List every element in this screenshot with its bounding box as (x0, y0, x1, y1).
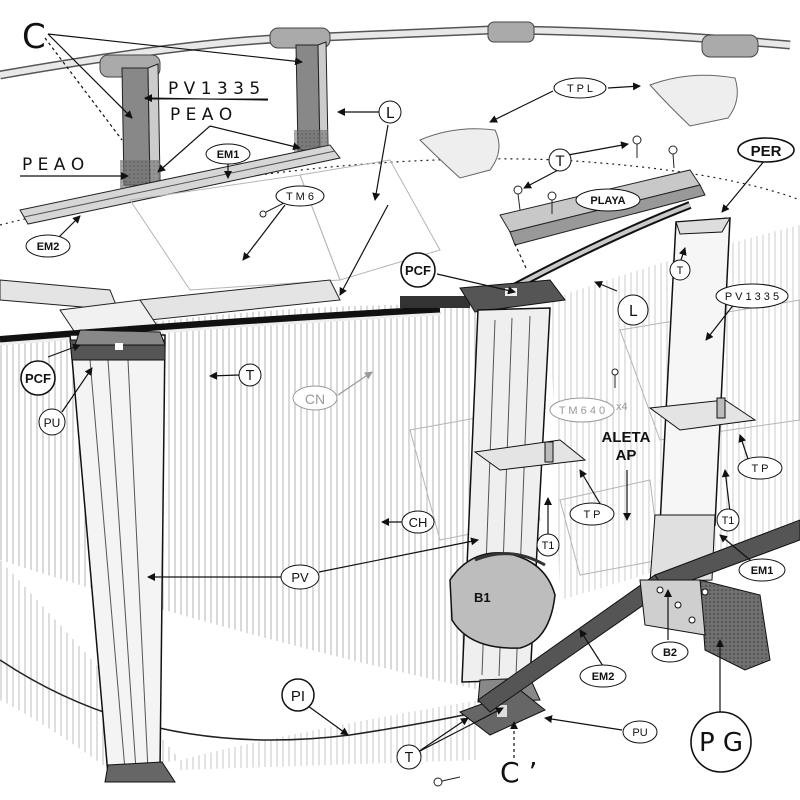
label-c-prime: C ’ (500, 756, 537, 789)
label-peao-top: P E A O (170, 105, 232, 125)
label-em2-left: EM2 (37, 241, 60, 253)
labels: C P V 1 3 3 5 P E A O P E A O EM1 EM2 L … (20, 17, 795, 789)
label-pcf-mid: PCF (405, 263, 431, 278)
badge-ch (401, 510, 435, 534)
front-left-upright (69, 329, 176, 783)
tpl-caps (419, 74, 738, 179)
badge-t-per (669, 259, 691, 281)
badge-pv (280, 564, 320, 590)
badge-em2-left (25, 234, 71, 258)
badge-pg (690, 711, 752, 773)
label-playa: PLAYA (590, 195, 625, 207)
label-tp-mid: T P (584, 509, 601, 521)
label-pcf-left: PCF (25, 371, 51, 386)
badge-playa (575, 188, 641, 212)
badge-cn (292, 385, 338, 411)
top-connector-strip (19, 144, 341, 225)
badge-t1-right (716, 508, 740, 532)
label-t-bottom: T (404, 751, 413, 766)
badge-tm640 (549, 397, 615, 423)
label-ch: CH (409, 515, 428, 530)
badge-t1-mid (536, 533, 560, 557)
label-pv: PV (291, 570, 309, 585)
label-tpl: T P L (567, 83, 593, 95)
badge-l-top (378, 100, 402, 124)
cn-leader (337, 371, 373, 396)
badge-pi (281, 678, 315, 712)
label-x4: x4 (616, 401, 628, 413)
badge-tp-mid (569, 502, 615, 526)
badge-em1-top (205, 143, 251, 165)
exploded-upright-right (294, 41, 329, 155)
b1-skimmer (449, 551, 556, 649)
label-pu-bottom: PU (632, 727, 647, 739)
screw-bottom (433, 776, 461, 787)
pg-plate (639, 579, 771, 671)
label-pg: P G (699, 728, 743, 758)
badge-b2 (651, 641, 689, 663)
per-upright (649, 217, 731, 583)
badge-pu-bottom (622, 720, 658, 744)
label-peao-left: P E A O (22, 155, 84, 175)
badge-l-mid (617, 294, 649, 326)
label-pu-left: PU (44, 416, 61, 430)
label-l-mid: L (629, 302, 638, 320)
label-t-per: T (677, 265, 684, 277)
screws-top (259, 135, 678, 388)
label-tm640: T M 6 4 0 (559, 405, 605, 417)
badge-per (737, 137, 795, 163)
label-t1-right: T1 (722, 515, 735, 527)
label-pv1335-right: P V 1 3 3 5 (725, 291, 779, 303)
label-pv1335-top: P V 1 3 3 5 (168, 79, 260, 99)
label-per: PER (751, 143, 782, 160)
label-b1: B1 (474, 590, 491, 605)
badge-em1-right (738, 558, 786, 582)
badge-t-left (238, 363, 262, 387)
badge-pv1335-right (715, 283, 789, 309)
badge-tpl (553, 77, 607, 99)
tp-brackets (473, 397, 757, 471)
label-em1-right: EM1 (751, 565, 774, 577)
label-t1-mid: T1 (542, 540, 555, 552)
top-rail-ring (0, 21, 791, 80)
badge-tm6 (275, 185, 325, 207)
badge-pcf-left (20, 360, 56, 396)
label-tp-right: T P (752, 463, 769, 475)
label-aleta: ALETA (602, 429, 651, 446)
label-ap: AP (616, 447, 637, 464)
label-t-top: T (555, 154, 565, 170)
leader-lines (20, 33, 766, 758)
label-c: C (22, 17, 46, 57)
label-t-left: T (245, 369, 254, 384)
badge-t-bottom (396, 744, 422, 770)
badge-pu-left (38, 408, 66, 436)
badge-t-top (548, 148, 572, 172)
label-b2: B2 (663, 647, 677, 659)
badge-tp-right (737, 456, 783, 480)
label-cn: CN (305, 391, 325, 407)
badge-em2-bottom (579, 664, 627, 688)
label-pi: PI (291, 688, 305, 705)
label-l-top: L (386, 104, 395, 122)
badge-pcf-mid (400, 252, 436, 288)
label-em2-bottom: EM2 (592, 671, 615, 683)
exploded-upright-left (120, 63, 161, 190)
label-em1-top: EM1 (217, 149, 240, 161)
label-tm6: T M 6 (286, 191, 314, 203)
